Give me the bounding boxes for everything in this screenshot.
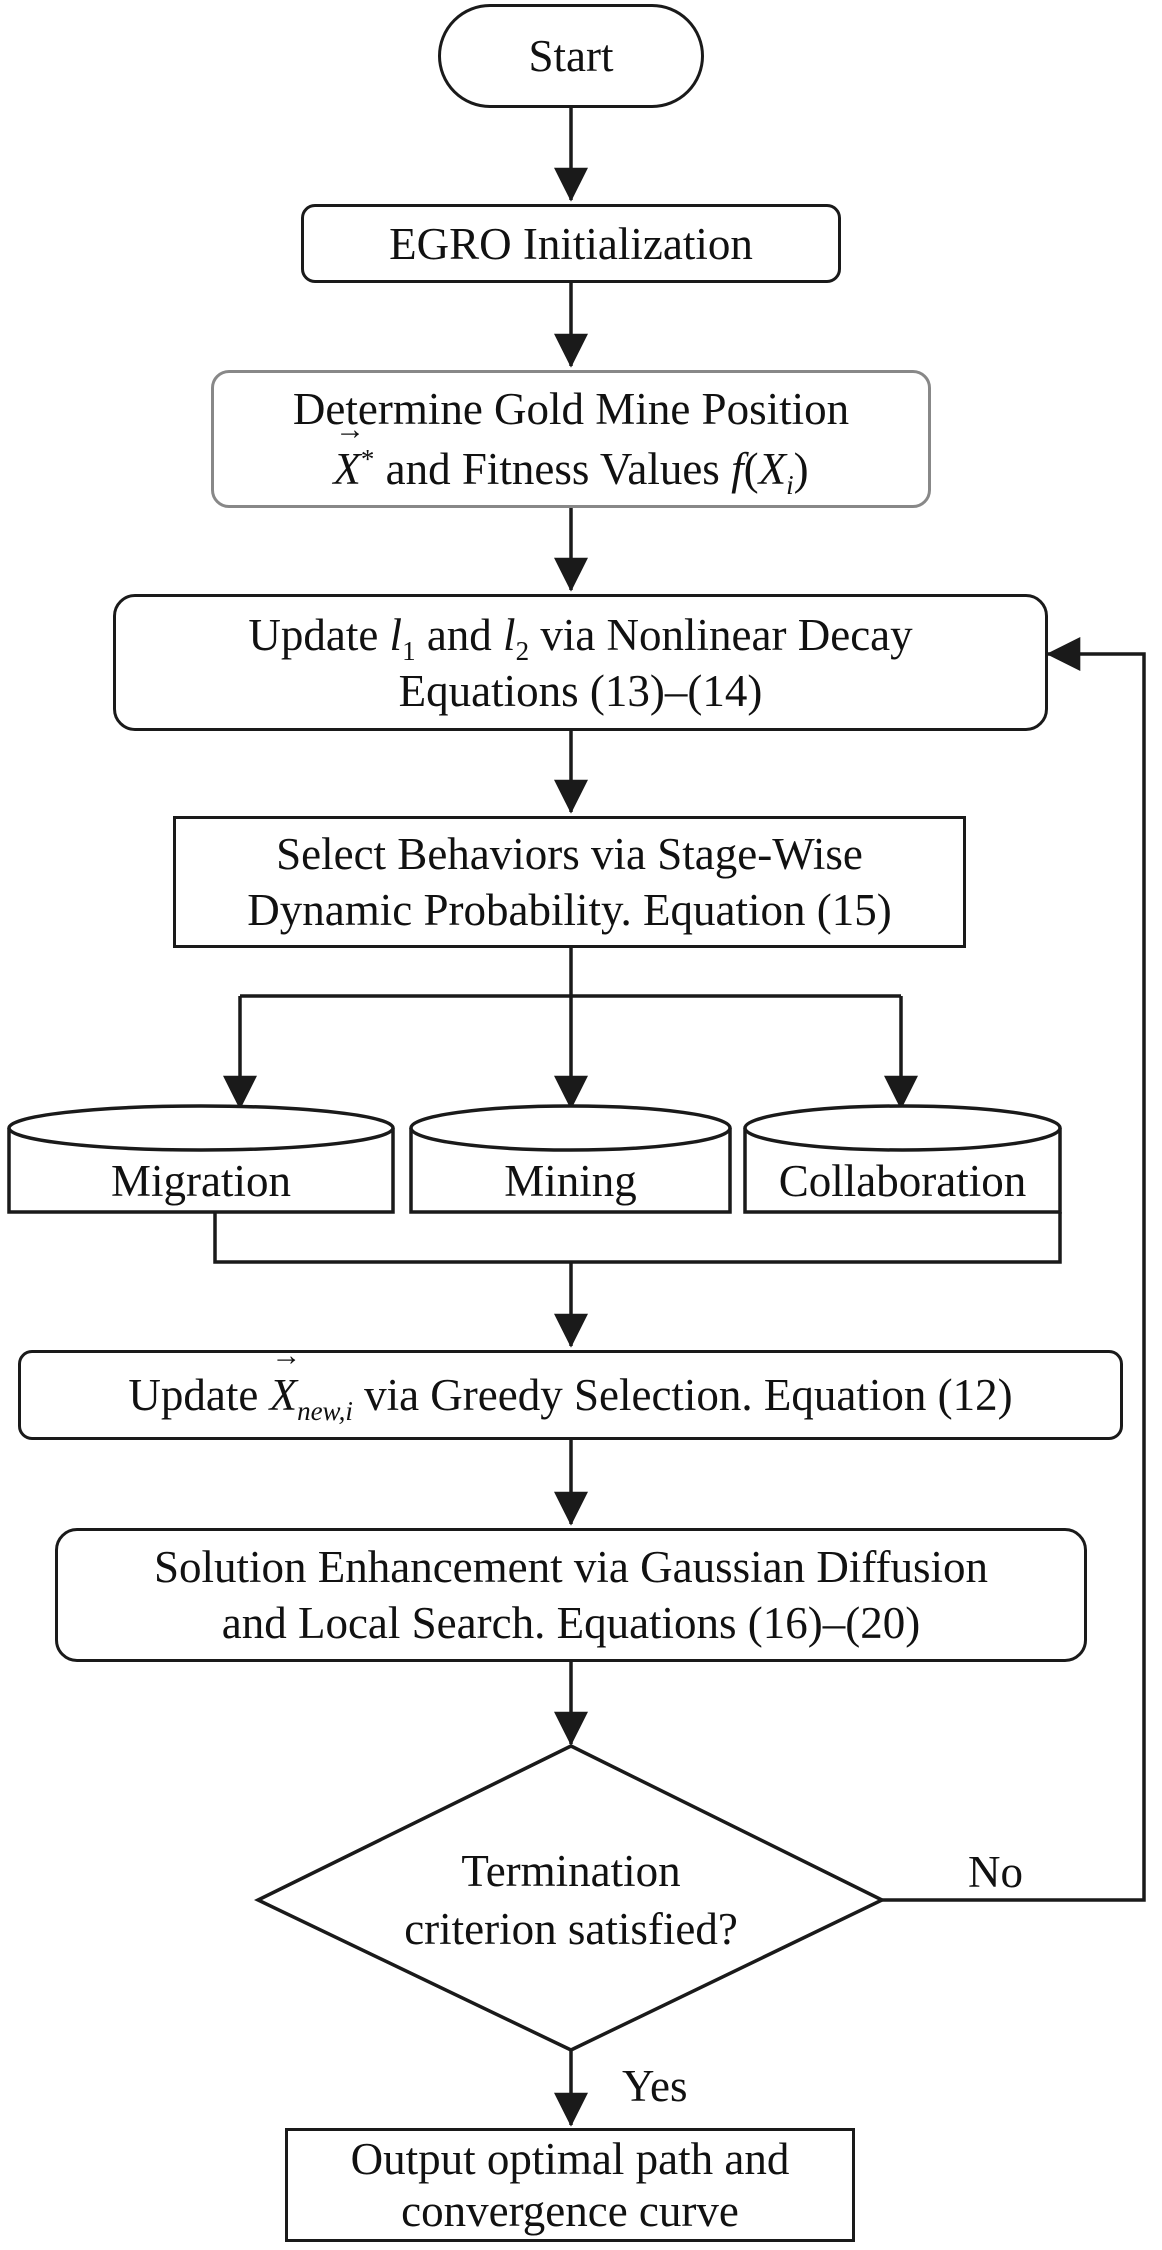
select-behaviors-line1: Select Behaviors via Stage-Wise: [276, 829, 863, 879]
update-l-sub1: 1: [402, 635, 416, 666]
egro-initialization-label: EGRO Initialization: [389, 218, 753, 269]
update-x-word: Update: [128, 1370, 259, 1420]
update-l-l2: l: [503, 609, 516, 660]
update-l-tail: via Nonlinear Decay: [540, 609, 913, 660]
start-node: Start: [438, 4, 704, 108]
gold-mine-star: *: [360, 444, 375, 474]
update-l-line2: Equations (13)–(14): [398, 665, 763, 716]
edge-no-loop: [882, 637, 1146, 1902]
update-x-line: Update Xnew,i via Greedy Selection. Equa…: [128, 1367, 1013, 1426]
gold-mine-paren-open: (: [743, 444, 759, 494]
gold-mine-line2: X* and Fitness Values f(Xi): [333, 441, 809, 500]
cylinder-collaboration: [743, 1104, 1062, 1214]
update-l-sub2: 2: [515, 635, 530, 666]
decision-label: Termination criterion satisfied?: [340, 1800, 802, 2000]
start-label: Start: [528, 31, 614, 81]
egro-initialization-node: EGRO Initialization: [301, 204, 841, 283]
select-behaviors-line2: Dynamic Probability. Equation (15): [247, 885, 892, 935]
gold-mine-line1: Determine Gold Mine Position: [292, 384, 850, 434]
output-line2: convergence curve: [401, 2186, 739, 2236]
select-behaviors-node: Select Behaviors via Stage-Wise Dynamic …: [173, 816, 966, 948]
gold-mine-vector-x: X: [333, 441, 361, 497]
solution-enhancement-line2: and Local Search. Equations (16)–(20): [221, 1598, 921, 1648]
migration-label: Migration: [111, 1156, 291, 1206]
decision-line2: criterion satisfied?: [404, 1904, 738, 1954]
decision-diamond: [253, 1744, 886, 2052]
update-l-and: and: [426, 609, 492, 660]
mining-label: Mining: [504, 1156, 637, 1206]
solution-enhancement-line1: Solution Enhancement via Gaussian Diffus…: [153, 1542, 989, 1592]
update-x-vector-x: X: [270, 1367, 298, 1423]
cylinder-migration: [7, 1104, 395, 1214]
gold-mine-node: Determine Gold Mine Position X* and Fitn…: [211, 370, 931, 508]
cylinder-mining: [409, 1104, 732, 1214]
update-l-node: Update l1 and l2 via Nonlinear Decay Equ…: [113, 594, 1048, 731]
gold-mine-mid: and Fitness Values: [385, 444, 720, 494]
output-node: Output optimal path and convergence curv…: [285, 2128, 855, 2242]
collaboration-label: Collaboration: [778, 1156, 1027, 1206]
output-line1: Output optimal path and: [350, 2134, 790, 2184]
update-x-node: Update Xnew,i via Greedy Selection. Equa…: [18, 1350, 1123, 1440]
update-x-tail: via Greedy Selection. Equation (12): [364, 1370, 1013, 1420]
decision-line1: Termination: [461, 1846, 681, 1896]
no-edge-label: No: [968, 1847, 1023, 1897]
yes-edge-label: Yes: [622, 2061, 688, 2111]
gold-mine-f: f: [731, 444, 744, 494]
update-l-word: Update: [248, 609, 379, 660]
edge-merge: [213, 1212, 1062, 1264]
update-l-line1: Update l1 and l2 via Nonlinear Decay: [248, 607, 913, 666]
update-l-l1: l: [389, 609, 403, 660]
gold-mine-sub-i: i: [786, 470, 794, 500]
gold-mine-x: X: [758, 444, 787, 494]
update-x-sub: new,i: [297, 1396, 353, 1426]
solution-enhancement-node: Solution Enhancement via Gaussian Diffus…: [55, 1528, 1087, 1662]
gold-mine-paren-close: ): [793, 444, 809, 494]
